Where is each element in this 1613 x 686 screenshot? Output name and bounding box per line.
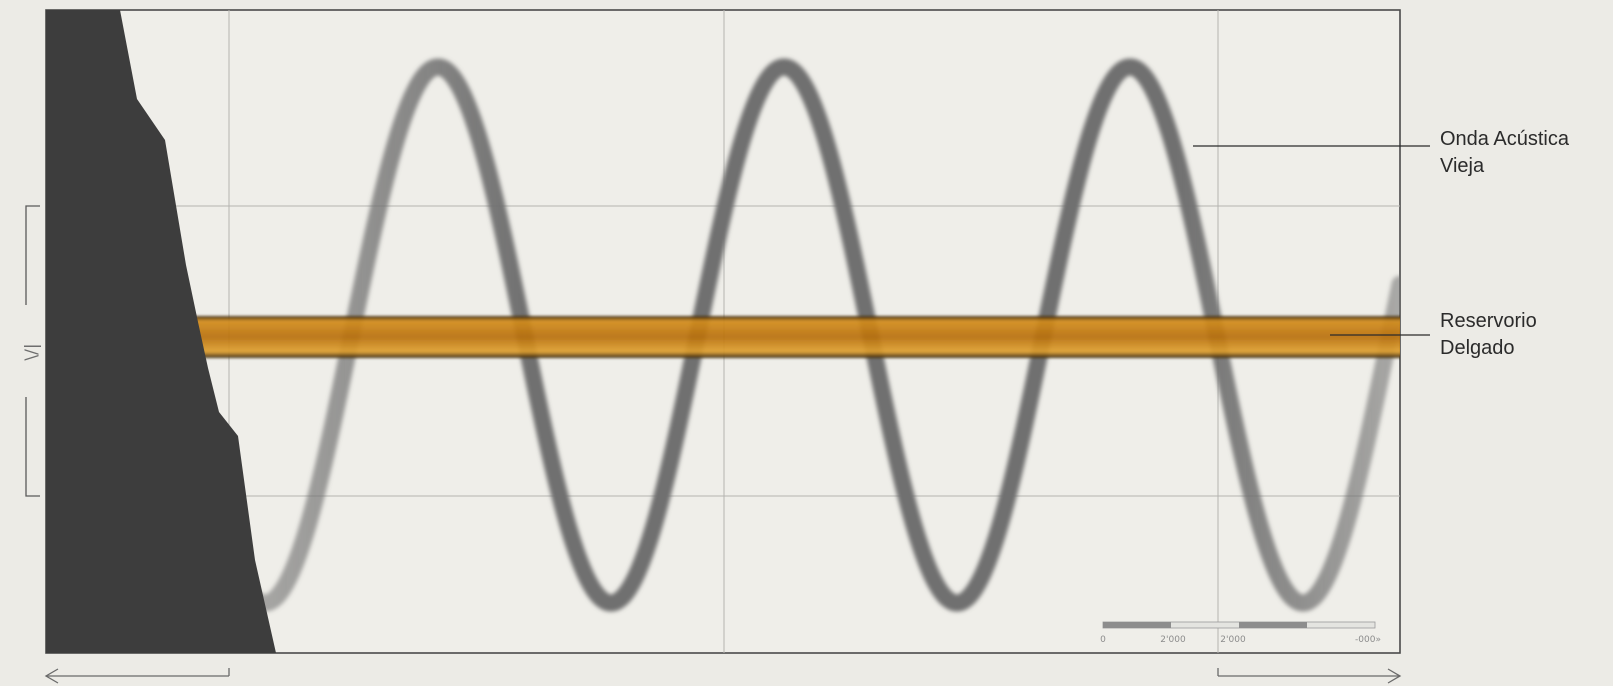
scale-bar: 0 2'000 2'000 -000» (1100, 621, 1381, 645)
scale-tick-2: 2'000 (1220, 635, 1246, 645)
reservoir-band (194, 316, 1400, 358)
wave-label: Onda Acústica Vieja (1440, 126, 1569, 180)
scale-tick-1: 2'000 (1160, 635, 1186, 645)
reservoir-label-line1: Reservorio (1440, 310, 1537, 332)
acoustic-wave (241, 58, 1400, 612)
scale-tick-3: -000» (1355, 635, 1381, 645)
scale-tick-0: 0 (1100, 635, 1106, 645)
reservoir-label-line2: Delgado (1440, 337, 1515, 359)
left-bracket (25, 205, 40, 497)
formation-wedge (46, 10, 276, 653)
side-marker: \/| (22, 343, 42, 360)
wave-label-line2: Vieja (1440, 155, 1485, 177)
bottom-right-arrow (1217, 668, 1402, 684)
bottom-left-arrow (44, 668, 230, 684)
wave-label-line1: Onda Acústica (1440, 128, 1569, 150)
reservoir-label: Reservorio Delgado (1440, 308, 1537, 362)
